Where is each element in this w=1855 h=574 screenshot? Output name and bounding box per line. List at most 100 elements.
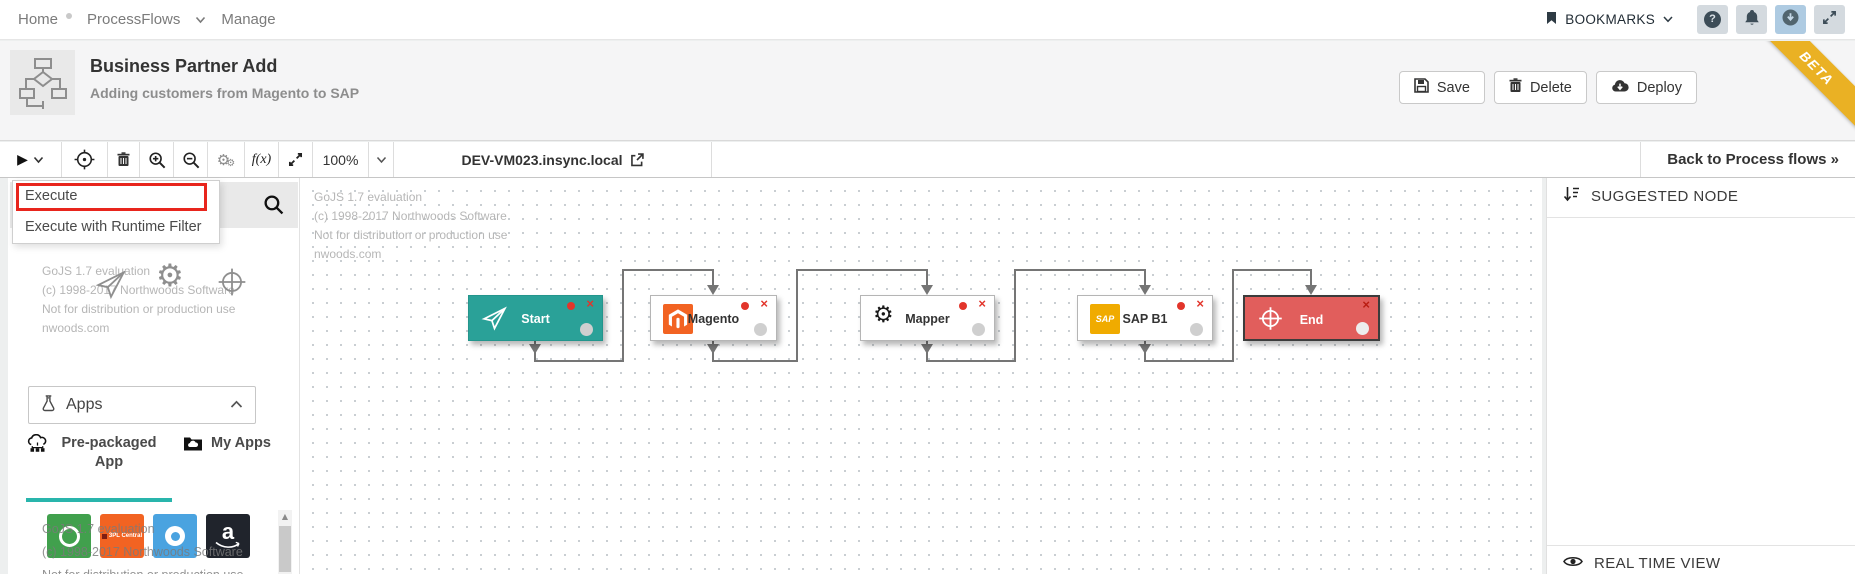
save-icon [1414,78,1429,97]
target-icon [74,149,95,170]
flow-header: Business Partner Add Adding customers fr… [0,41,1855,141]
close-icon[interactable]: × [1362,297,1370,312]
breadcrumb-home[interactable]: Home [18,11,59,28]
ring-icon [58,525,80,547]
zoom-out-button[interactable] [174,142,208,177]
connector-port[interactable] [1190,323,1203,336]
header-actions: Save Delete Deploy [1398,71,1697,104]
zoom-in-button[interactable] [140,142,174,177]
settings-button[interactable]: ⚙⚙ [208,142,245,177]
amazon-logo: a [221,518,235,544]
notifications-button[interactable] [1736,5,1767,34]
page-title: Business Partner Add [90,56,278,76]
palette-start-node[interactable] [94,268,128,305]
delete-node-button[interactable] [108,142,140,177]
palette-scrollbar[interactable]: ▲ [278,510,292,574]
expand-canvas-button[interactable] [279,142,313,177]
node-start[interactable]: Start × [468,295,603,341]
node-magento[interactable]: Magento × [650,295,777,341]
status-dot [567,302,575,310]
app-tile-green[interactable] [47,514,91,558]
suggested-node-header: SUGGESTED NODE [1547,178,1855,218]
function-button[interactable]: f(x) [245,142,279,177]
deploy-button[interactable]: Deploy [1595,71,1697,104]
play-icon: ▶ [17,151,28,168]
download-circle-icon [1782,9,1799,31]
apps-accordion-header[interactable]: Apps [28,386,256,424]
status-dot [741,302,749,310]
zoom-level-dropdown[interactable] [369,142,394,177]
execute-button[interactable]: ▶ [0,142,62,177]
app-tile-3pl-central[interactable]: 3PL Central [100,514,144,558]
server-name: DEV-VM023.insync.local [461,151,623,168]
flow-connectors [529,269,1317,362]
connector-port[interactable] [972,323,985,336]
palette-end-node[interactable] [216,266,248,303]
app-tile-list: 3PL Central a [47,514,250,558]
menu-item-execute[interactable]: Execute [25,188,78,204]
real-time-view-toggle[interactable]: REAL TIME VIEW [1547,545,1855,574]
amazon-smile-icon [215,541,240,548]
zoom-level-value[interactable]: 100% [313,142,369,177]
chevron-down-icon[interactable] [195,11,206,28]
connector-port[interactable] [580,323,593,336]
gojs-watermark: GoJS 1.7 evaluation (c) 1998-2017 Northw… [42,264,236,335]
scroll-up-icon[interactable]: ▲ [281,512,289,521]
connector-port[interactable] [1356,322,1369,335]
help-button[interactable]: ? [1697,5,1728,34]
zoom-in-icon [148,151,165,168]
download-button[interactable] [1775,5,1806,34]
cloud-network-icon [26,433,49,457]
chevron-down-icon [376,156,386,163]
crosshair-icon [218,268,246,296]
donut-icon [165,526,185,546]
nav-actions: BOOKMARKS ? [1546,5,1855,34]
chevron-up-icon [230,396,243,414]
connector-port[interactable] [754,323,767,336]
suggestion-panel: SUGGESTED NODE REAL TIME VIEW [1546,178,1855,574]
3pl-central-logo: 3PL Central [101,533,142,539]
save-button[interactable]: Save [1398,71,1485,104]
tab-prepackaged-app[interactable]: Pre-packaged App [26,433,172,472]
close-icon[interactable]: × [586,296,594,311]
external-link-icon [630,152,644,166]
bookmarks-menu[interactable]: BOOKMARKS [1546,11,1673,28]
node-mapper[interactable]: ⚙ Mapper × [860,295,995,341]
gears-icon: ⚙⚙ [216,150,236,169]
execute-dropdown-menu: Execute Execute with Runtime Filter [12,180,220,244]
apps-tabs: Pre-packaged App My Apps [26,433,282,472]
chevron-down-icon [33,156,43,163]
flow-canvas[interactable]: GoJS 1.7 evaluation (c) 1998-2017 Northw… [300,178,1542,574]
locate-button[interactable] [62,142,108,177]
environment-link[interactable]: DEV-VM023.insync.local [394,142,712,177]
breadcrumb-manage[interactable]: Manage [221,11,276,28]
app-tile-blue[interactable] [153,514,197,558]
fullscreen-button[interactable] [1814,5,1845,34]
tab-my-apps[interactable]: My Apps [172,434,282,472]
beta-ribbon: BETA [1750,41,1855,135]
save-label: Save [1436,79,1470,96]
delete-button[interactable]: Delete [1493,71,1587,104]
breadcrumb-separator-dot [66,12,73,19]
node-sap-b1[interactable]: SAP SAP B1 × [1077,295,1213,341]
gear-icon: ⚙ [873,302,894,328]
function-icon: f(x) [251,151,272,167]
palette-gear-node[interactable]: ⚙ [156,258,184,294]
scrollbar-thumb[interactable] [279,526,291,572]
trash-icon [117,152,130,166]
close-icon[interactable]: × [978,296,986,311]
close-icon[interactable]: × [760,296,768,311]
menu-item-execute-runtime-filter[interactable]: Execute with Runtime Filter [25,219,202,235]
page-subtitle: Adding customers from Magento to SAP [90,85,360,101]
search-icon[interactable] [263,194,284,220]
eye-icon [1563,555,1583,572]
close-icon[interactable]: × [1196,296,1204,311]
back-to-process-flows-link[interactable]: Back to Process flows » [1640,142,1855,177]
app-tile-amazon[interactable]: a [206,514,250,558]
delete-label: Delete [1529,79,1572,96]
gear-icon: ⚙ [156,258,184,294]
node-end[interactable]: End × [1243,295,1380,341]
breadcrumb-processflows[interactable]: ProcessFlows [87,11,181,28]
fullscreen-icon [1822,10,1837,30]
folder-cloud-icon [183,435,203,456]
